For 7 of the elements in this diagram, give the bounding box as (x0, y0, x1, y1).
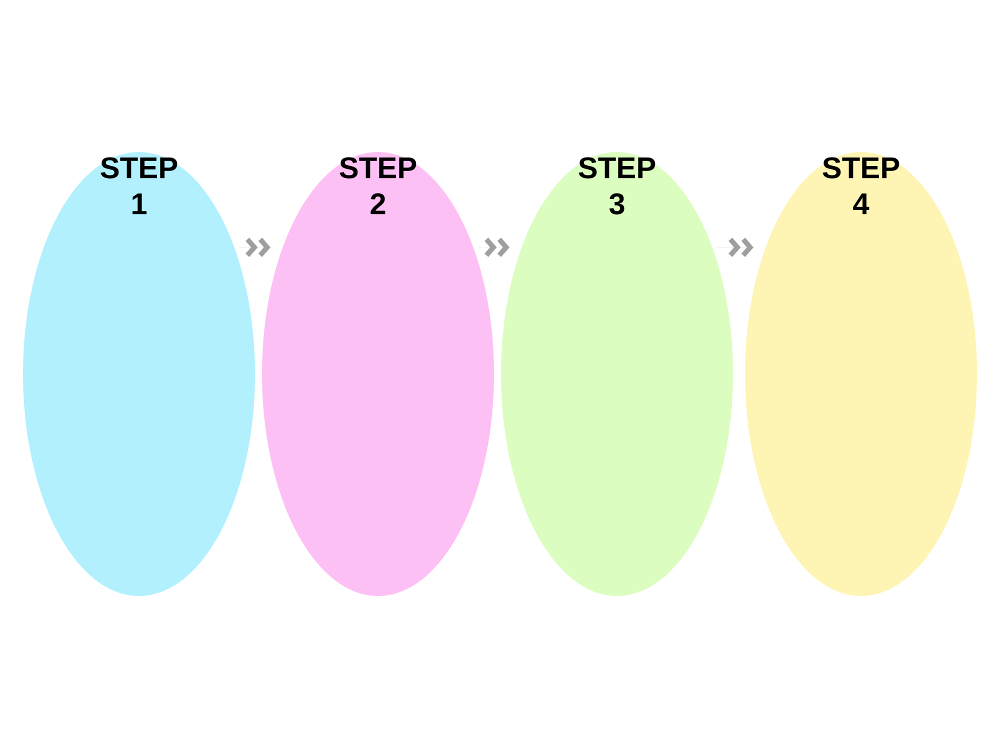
step-label: STEP 4 (822, 157, 900, 214)
step-label: STEP 3 (578, 157, 656, 214)
step-label: STEP 2 (340, 157, 416, 214)
chevron-arrow (716, 238, 754, 257)
step-label: STEP 1 (100, 157, 178, 214)
chevron-arrow (238, 238, 271, 257)
chevron-arrow (477, 238, 510, 257)
